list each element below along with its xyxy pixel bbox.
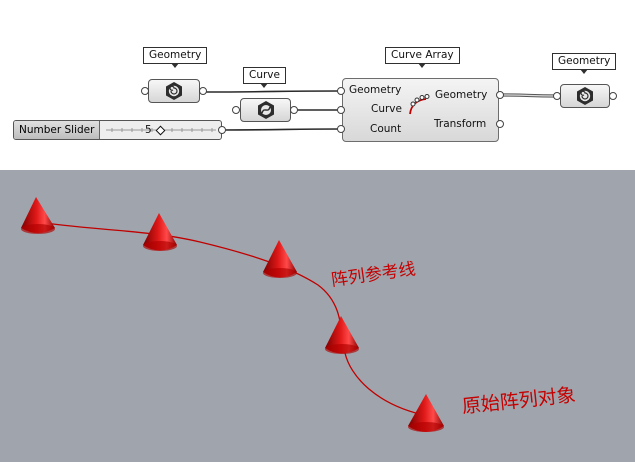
output-geometry-label: Geometry [435, 89, 488, 101]
curve-param-icon [257, 101, 274, 119]
grasshopper-canvas[interactable]: Geometry Curve Number Slider [0, 0, 635, 170]
input-geometry-label: Geometry [349, 84, 402, 96]
curve-array-output-geometry-grip[interactable] [496, 91, 504, 99]
curve-label: Curve [249, 69, 280, 81]
curve-array-title: Curve Array [391, 49, 454, 61]
wire-geometry-to-curve-array [203, 90, 341, 93]
curve-grip-left[interactable] [232, 106, 240, 114]
geometry-param-icon [577, 87, 593, 105]
geometry-input-grip-left[interactable] [141, 87, 149, 95]
array-reference-curve [37, 221, 429, 417]
curve-array-tag: Curve Array [385, 47, 460, 68]
number-slider[interactable]: Number Slider 5 [13, 120, 222, 140]
cone-5-original [408, 394, 444, 432]
geometry-input-grip-right[interactable] [199, 87, 207, 95]
number-slider-label: Number Slider [14, 121, 100, 139]
geometry-output-grip-right[interactable] [609, 92, 617, 100]
curve-array-input-count-grip[interactable] [337, 125, 345, 133]
rhino-viewport[interactable]: 阵列参考线 原始阵列对象 [0, 170, 635, 462]
geometry-input-param[interactable] [148, 79, 200, 103]
cone-4 [325, 316, 359, 354]
cone-1 [21, 197, 55, 234]
slider-grip-right[interactable] [218, 126, 226, 134]
geometry-param-icon [166, 82, 182, 100]
geometry-output-tag: Geometry [552, 53, 617, 74]
geometry-output-label: Geometry [558, 55, 611, 67]
curve-tag: Curve [243, 67, 286, 88]
curve-array-output-transform-grip[interactable] [496, 120, 504, 128]
curve-param[interactable] [240, 98, 291, 122]
curve-grip-right[interactable] [290, 106, 298, 114]
viewport-scene [21, 197, 444, 432]
curve-array-icon [409, 94, 430, 115]
wire-slider-to-curve-array [221, 128, 341, 131]
wires [203, 90, 557, 131]
curve-array-component[interactable]: Geometry Curve Count Geometry Transform [342, 78, 499, 142]
geometry-input-tag: Geometry [143, 47, 208, 68]
curve-array-input-geometry-grip[interactable] [337, 87, 345, 95]
geometry-output-param[interactable] [560, 84, 610, 108]
geometry-output-grip-left[interactable] [553, 92, 561, 100]
geometry-input-label: Geometry [149, 49, 202, 61]
slider-value: 5 [145, 124, 152, 136]
output-transform-label: Transform [434, 118, 487, 130]
curve-array-input-curve-grip[interactable] [337, 106, 345, 114]
input-count-label: Count [370, 123, 402, 135]
input-curve-label: Curve [371, 103, 402, 115]
cone-3 [263, 240, 297, 278]
cone-2 [143, 213, 177, 251]
